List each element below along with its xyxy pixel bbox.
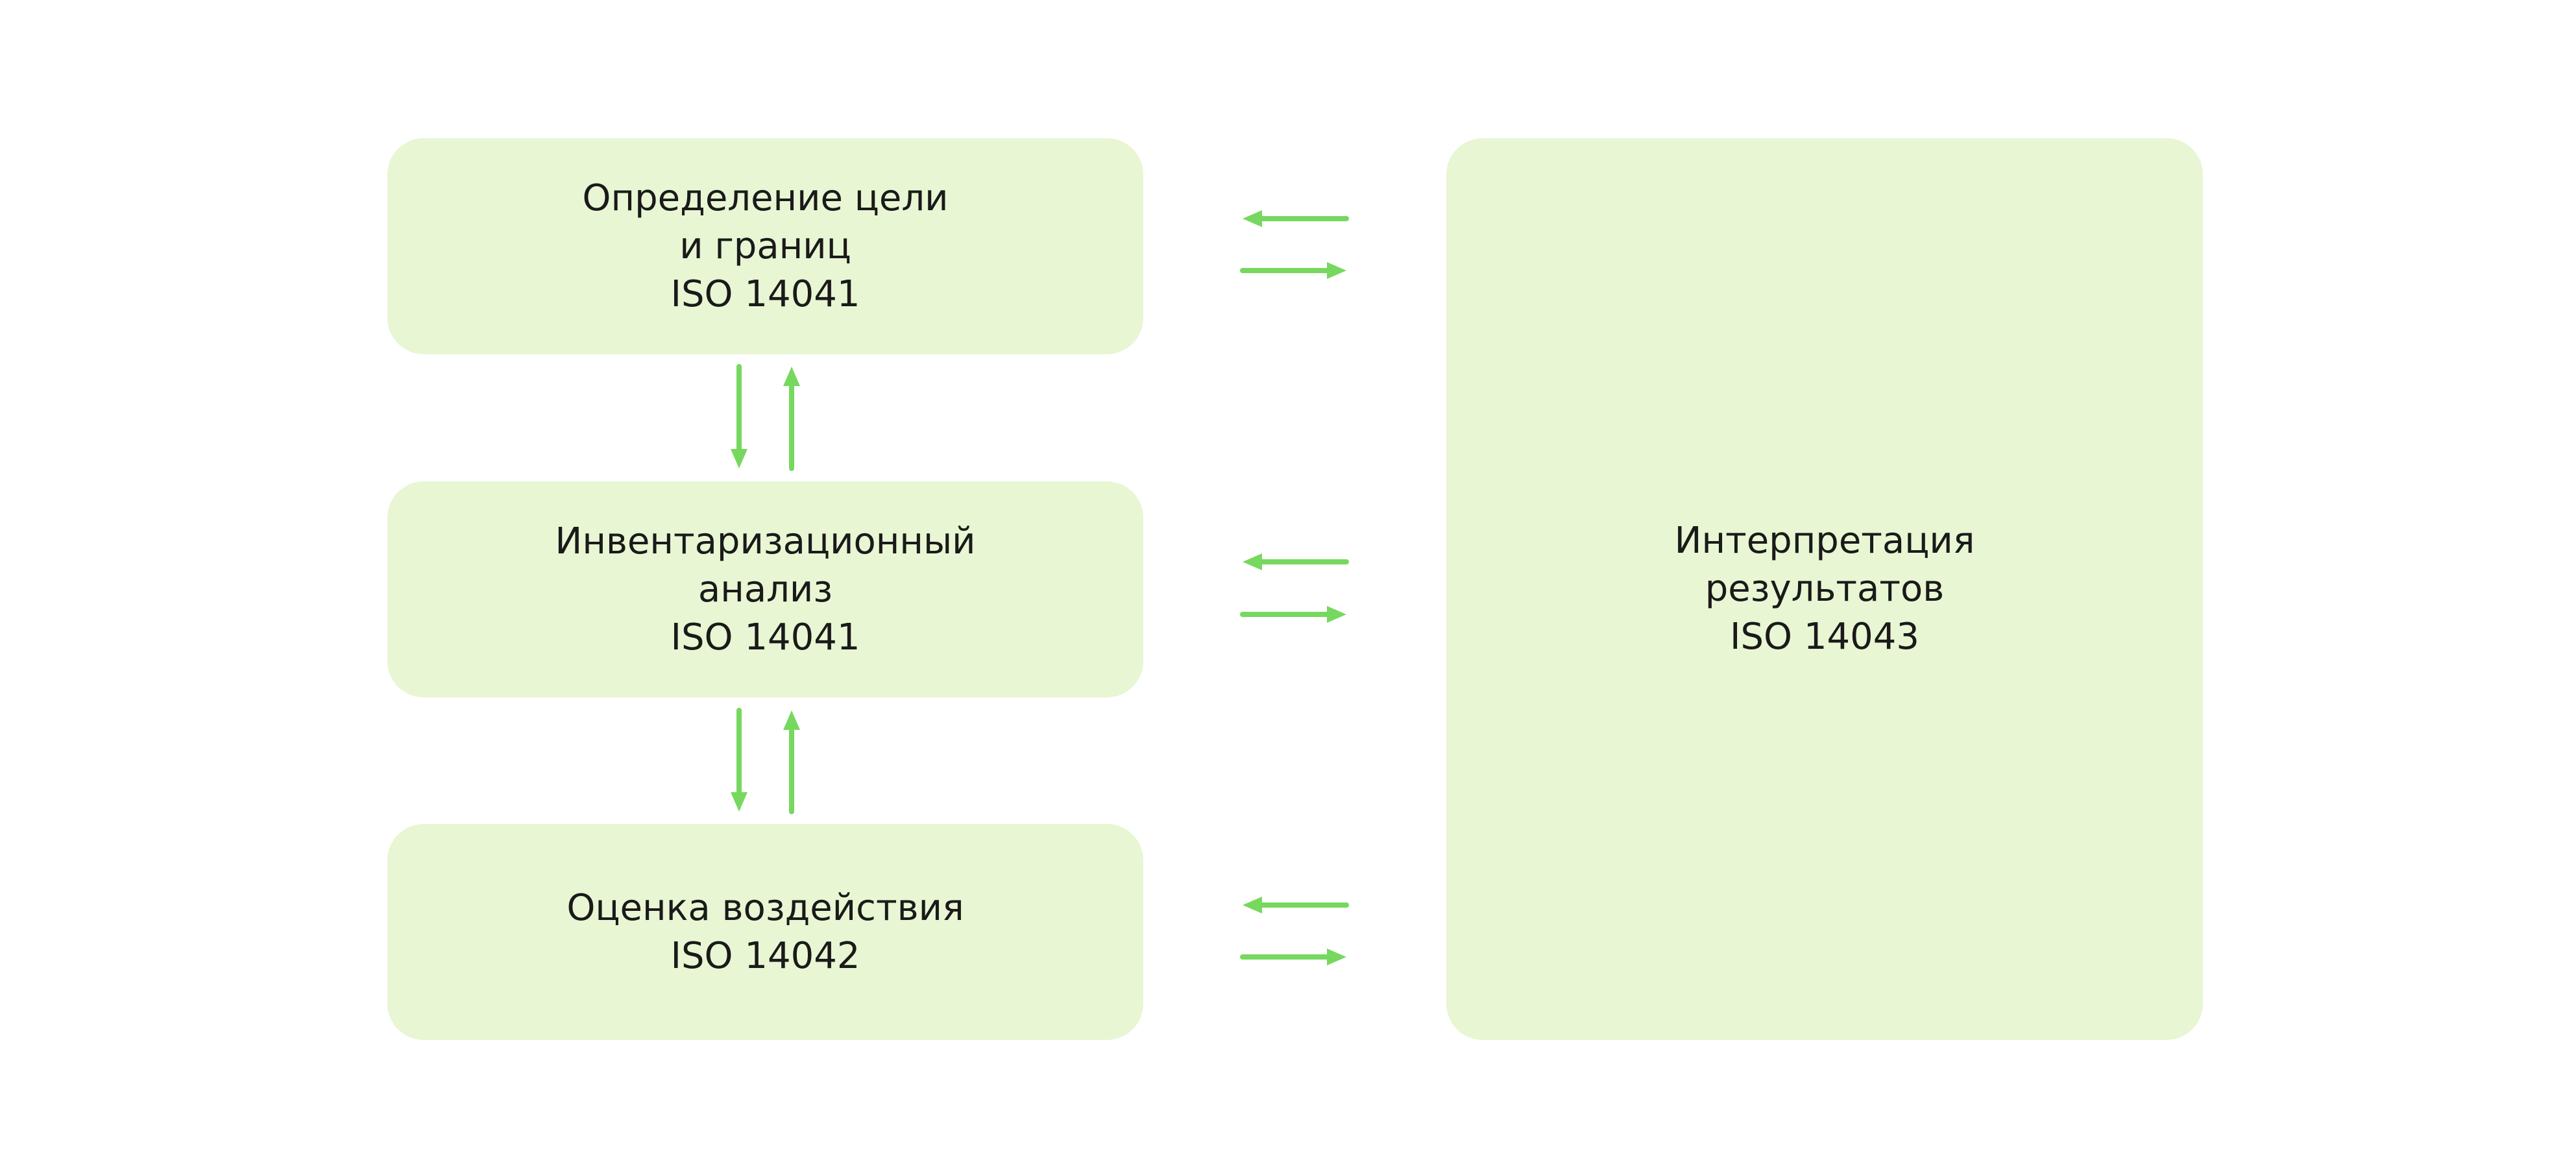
arrow-inventory-to-interpretation	[1240, 606, 1346, 623]
stage-goal-line-1: Определение цели	[582, 176, 949, 219]
arrow-head	[731, 792, 747, 812]
arrow-inventory-to-impact	[731, 708, 747, 812]
stage-impact-line-2: ISO 14042	[670, 934, 860, 977]
stage-inventory-label: Инвентаризационный анализ ISO 14041	[555, 518, 975, 662]
arrow-head	[1327, 606, 1346, 623]
arrow-head	[1243, 553, 1262, 570]
stage-inventory-line-1: Инвентаризационный	[555, 520, 976, 562]
stage-interpretation-label: Интерпретация результатов ISO 14043	[1675, 517, 1975, 661]
arrow-head	[783, 710, 800, 730]
arrow-impact-to-interpretation	[1240, 949, 1346, 965]
arrow-interpretation-to-impact	[1243, 897, 1349, 913]
arrow-inventory-to-goal	[783, 367, 800, 471]
arrow-goal-to-interpretation	[1240, 262, 1346, 279]
arrow-interpretation-to-inventory	[1243, 553, 1349, 570]
stage-interpretation-line-2: результатов	[1705, 568, 1945, 610]
stage-impact-label: Оценка воздействия ISO 14042	[566, 884, 964, 980]
arrow-impact-to-inventory	[783, 710, 800, 814]
arrow-head	[1243, 897, 1262, 913]
stage-impact-line-1: Оценка воздействия	[566, 886, 964, 929]
arrow-head	[731, 449, 747, 468]
stage-impact-assessment: Оценка воздействия ISO 14042	[387, 824, 1143, 1040]
stage-goal-label: Определение цели и границ ISO 14041	[582, 175, 948, 319]
stage-inventory-line-3: ISO 14041	[670, 616, 860, 659]
stage-goal-line-2: и границ	[679, 224, 851, 267]
stage-interpretation-line-3: ISO 14043	[1729, 616, 1920, 658]
arrow-goal-to-inventory	[731, 364, 747, 468]
stage-goal-line-3: ISO 14041	[670, 272, 860, 315]
stage-goal-and-scope: Определение цели и границ ISO 14041	[387, 138, 1143, 354]
stage-inventory-line-2: анализ	[698, 568, 833, 611]
stage-inventory-analysis: Инвентаризационный анализ ISO 14041	[387, 481, 1143, 697]
stage-interpretation: Интерпретация результатов ISO 14043	[1446, 138, 2203, 1040]
arrow-head	[1327, 262, 1346, 279]
arrow-head	[783, 367, 800, 386]
stage-interpretation-line-1: Интерпретация	[1674, 520, 1975, 562]
arrow-head	[1243, 210, 1262, 227]
arrow-interpretation-to-goal	[1243, 210, 1349, 227]
arrow-head	[1327, 949, 1346, 965]
